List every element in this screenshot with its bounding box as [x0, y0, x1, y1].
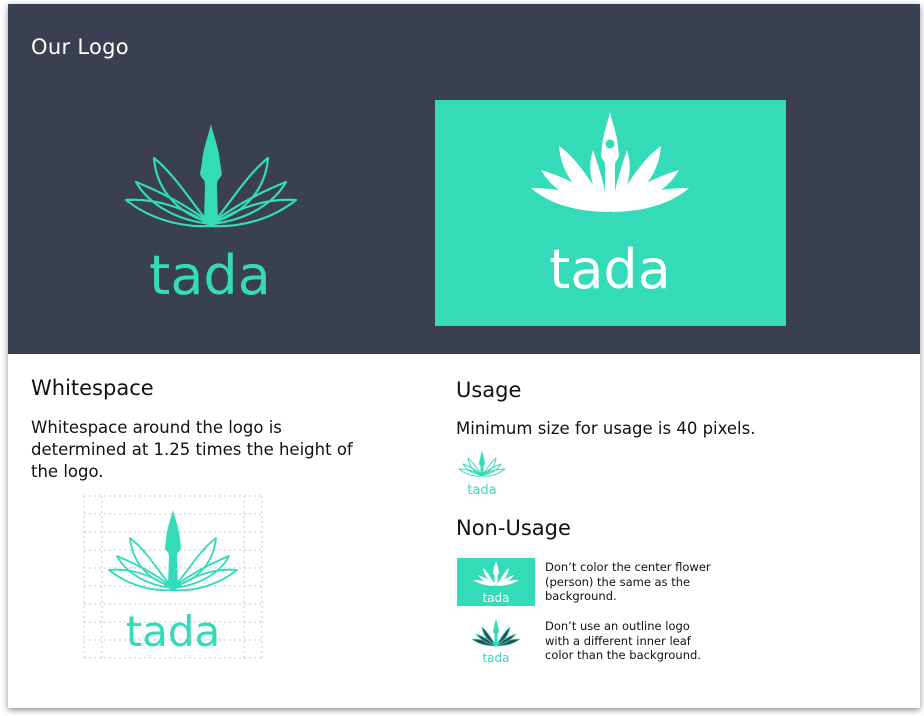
non-usage-example-1: tada: [457, 558, 535, 606]
logo-on-teal-panel: tada: [435, 100, 786, 326]
hero-title: Our Logo: [31, 35, 129, 59]
logo-wordmark: tada: [126, 607, 221, 656]
tada-white-logo: tada: [531, 112, 689, 298]
logo-wordmark: tada: [482, 651, 509, 665]
tada-small-logo: tada: [458, 451, 506, 496]
whitespace-text: Whitespace around the logo is determined…: [31, 418, 353, 481]
hero-banner: Our Logo tada: [8, 4, 920, 354]
usage-heading: Usage: [456, 378, 522, 402]
whitespace-heading: Whitespace: [31, 376, 154, 400]
usage-text: Minimum size for usage is 40 pixels.: [456, 419, 756, 438]
tada-same-color-logo: tada: [473, 561, 519, 605]
whitespace-grid-diagram: tada: [83, 495, 263, 659]
non-usage-text-1: Don’t color the center flower (person) t…: [545, 560, 711, 603]
non-usage-heading: Non-Usage: [456, 516, 571, 540]
tada-dark-inner-logo: tada: [471, 619, 521, 665]
brand-guidelines-card: Our Logo tada: [8, 4, 920, 708]
tada-outline-logo: tada: [124, 124, 298, 306]
logo-wordmark: tada: [149, 244, 271, 306]
non-usage-text-2: Don’t use an outline logo with a differe…: [545, 619, 701, 662]
logo-wordmark: tada: [549, 238, 671, 298]
logo-wordmark: tada: [467, 483, 496, 496]
logo-wordmark: tada: [482, 591, 509, 605]
